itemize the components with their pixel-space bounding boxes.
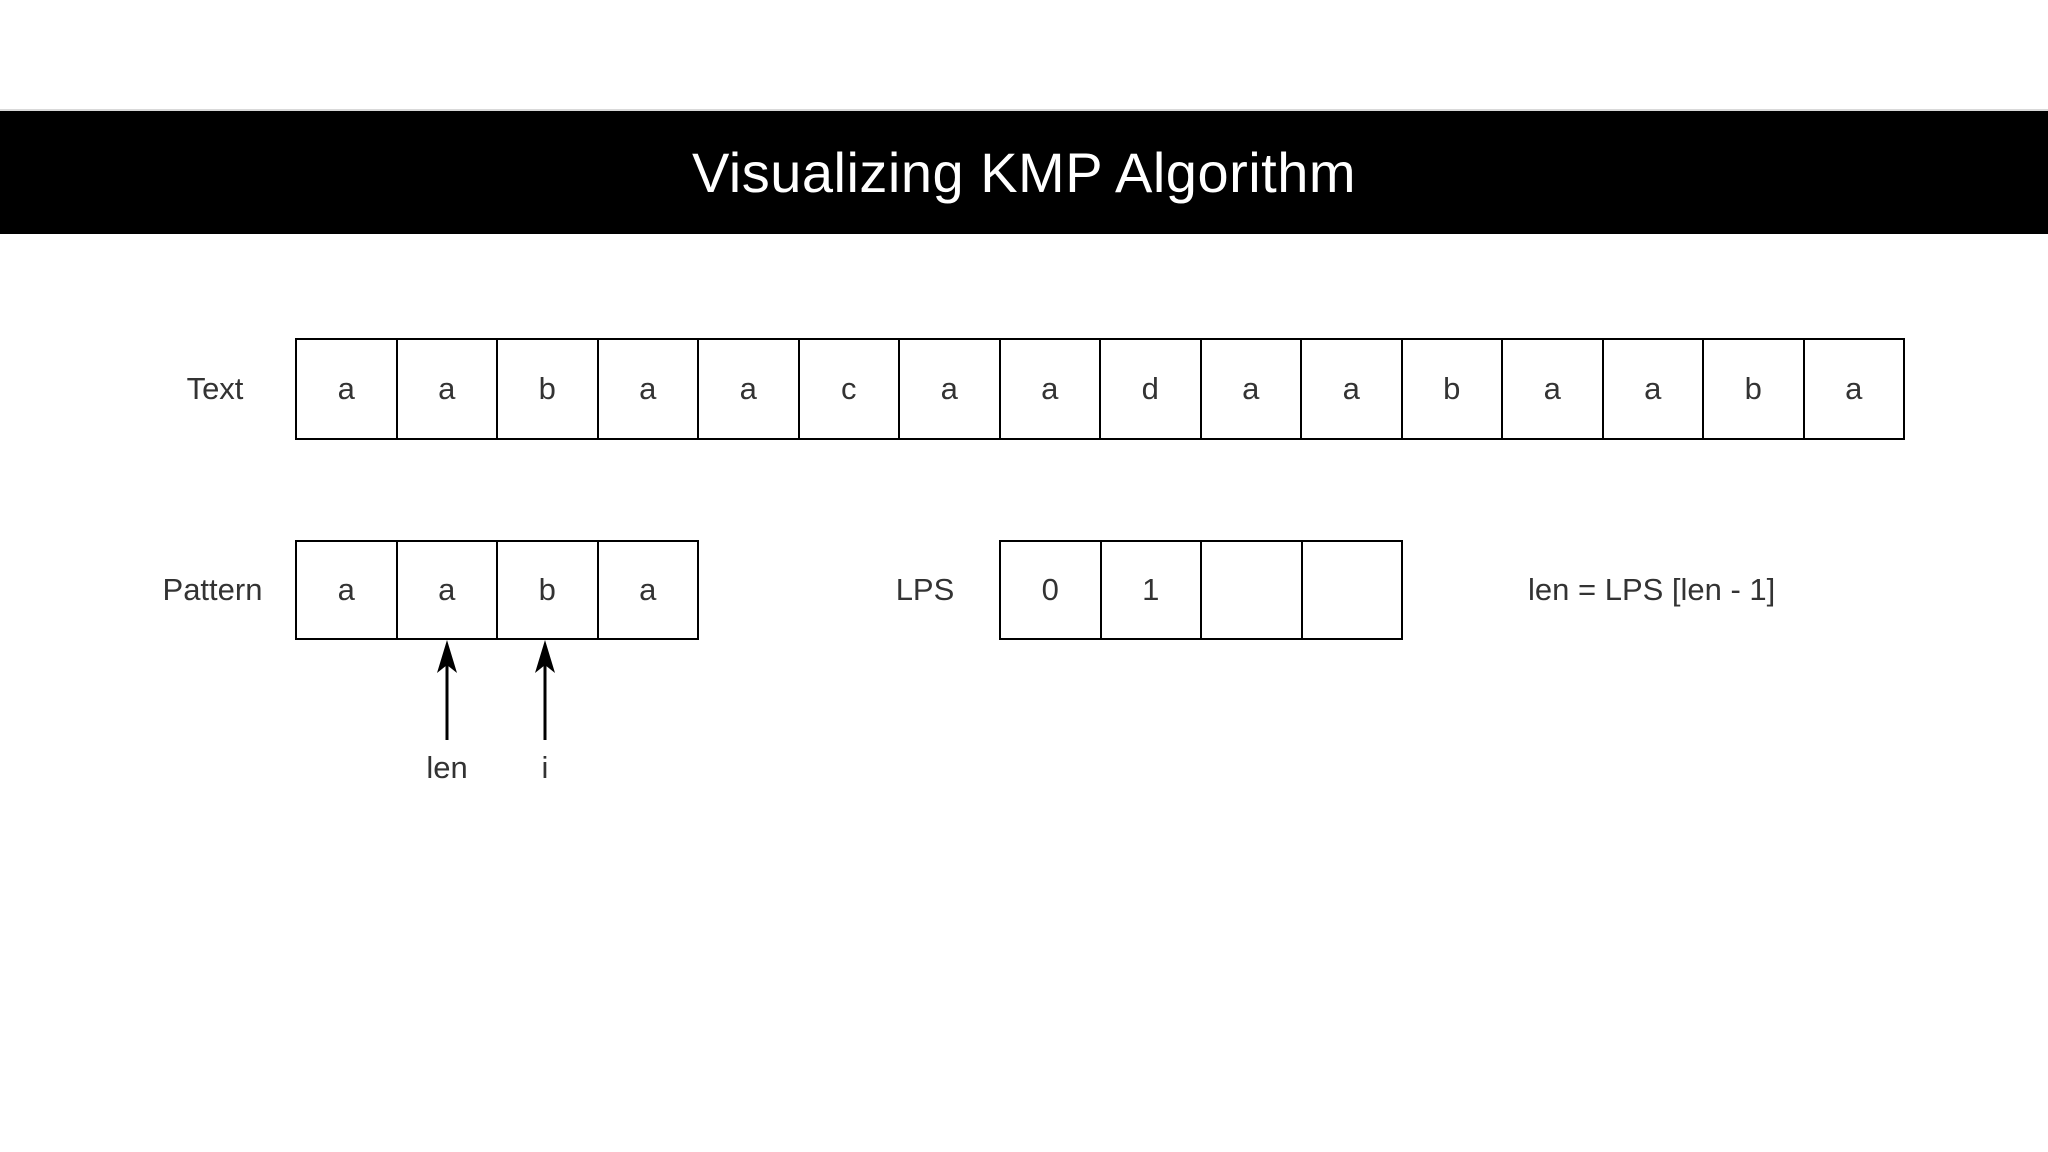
text-cell: b — [496, 338, 599, 440]
pattern-cell: a — [295, 540, 398, 640]
text-cell: a — [1300, 338, 1403, 440]
text-cell: a — [395, 338, 498, 440]
page-title: Visualizing KMP Algorithm — [691, 141, 1357, 204]
formula-text: len = LPS [len - 1] — [1528, 572, 1776, 607]
text-cell: a — [697, 338, 800, 440]
lps-row: 0 1 — [999, 540, 1403, 640]
text-cell: c — [797, 338, 900, 440]
pattern-cell: b — [496, 540, 599, 640]
lps-cell: 1 — [1099, 540, 1202, 640]
pattern-cell: a — [395, 540, 498, 640]
pattern-cell: a — [596, 540, 699, 640]
len-pointer-label: len — [426, 750, 468, 785]
arrow-up-icon — [535, 640, 555, 740]
pattern-row: a a b a — [295, 540, 699, 640]
text-cell: a — [1199, 338, 1302, 440]
text-row-label: Text — [186, 371, 244, 406]
text-cell: b — [1400, 338, 1503, 440]
text-cell: a — [295, 338, 398, 440]
pattern-row-label: Pattern — [162, 572, 263, 607]
i-pointer-label: i — [541, 750, 549, 785]
arrow-up-icon — [437, 640, 457, 740]
text-cell: a — [998, 338, 1101, 440]
text-cell: a — [1601, 338, 1704, 440]
lps-cell: 0 — [999, 540, 1102, 640]
lps-cell — [1300, 540, 1403, 640]
lps-cell — [1200, 540, 1303, 640]
text-cell: a — [898, 338, 1001, 440]
text-cell: a — [1501, 338, 1604, 440]
text-cell: b — [1702, 338, 1805, 440]
text-cell: d — [1099, 338, 1202, 440]
lps-row-label: LPS — [895, 572, 955, 607]
text-cell: a — [1802, 338, 1905, 440]
title-banner: Visualizing KMP Algorithm — [0, 109, 2048, 234]
text-row: a a b a a c a a d a a b a a b a — [295, 338, 1905, 440]
text-cell: a — [596, 338, 699, 440]
